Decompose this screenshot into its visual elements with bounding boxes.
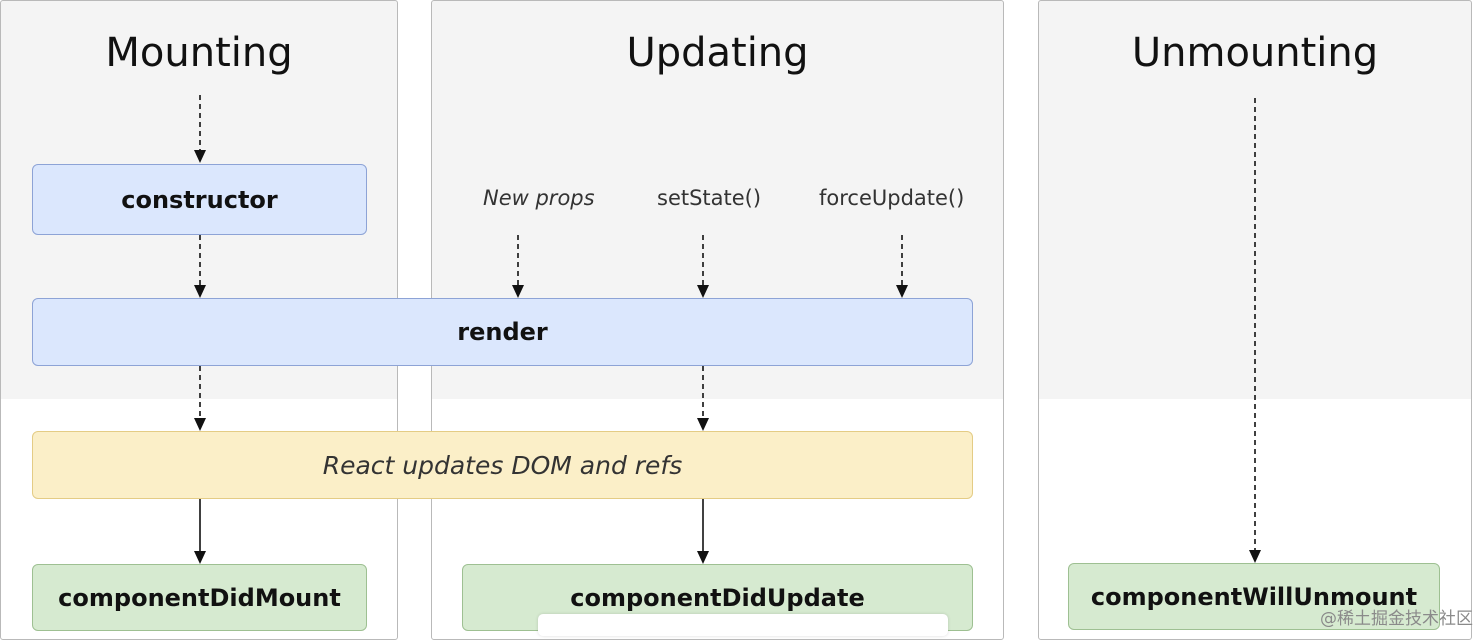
arrowhead [697,418,709,431]
render-box: render [32,298,973,366]
set-state-label: setState() [657,186,762,210]
arrowhead [194,551,206,564]
arrowhead [194,285,206,298]
arrowhead [194,150,206,163]
unmounting-title: Unmounting [1131,30,1379,76]
overlay-bar [538,614,948,636]
arrowhead [697,551,709,564]
updating-title: Updating [626,30,809,76]
arrowhead [194,418,206,431]
new-props-label: New props [483,186,595,210]
component-did-mount-box: componentDidMount [32,564,367,631]
component-will-unmount-box: componentWillUnmount [1068,563,1440,630]
mounting-title: Mounting [105,30,293,76]
arrowhead [896,285,908,298]
watermark: @稀土掘金技术社区 [1320,609,1473,629]
constructor-box: constructor [32,164,367,235]
force-update-label: forceUpdate() [819,186,965,210]
react-updates-dom-box: React updates DOM and refs [32,431,973,499]
arrowhead [1249,550,1261,563]
arrowhead [512,285,524,298]
arrowhead [697,285,709,298]
